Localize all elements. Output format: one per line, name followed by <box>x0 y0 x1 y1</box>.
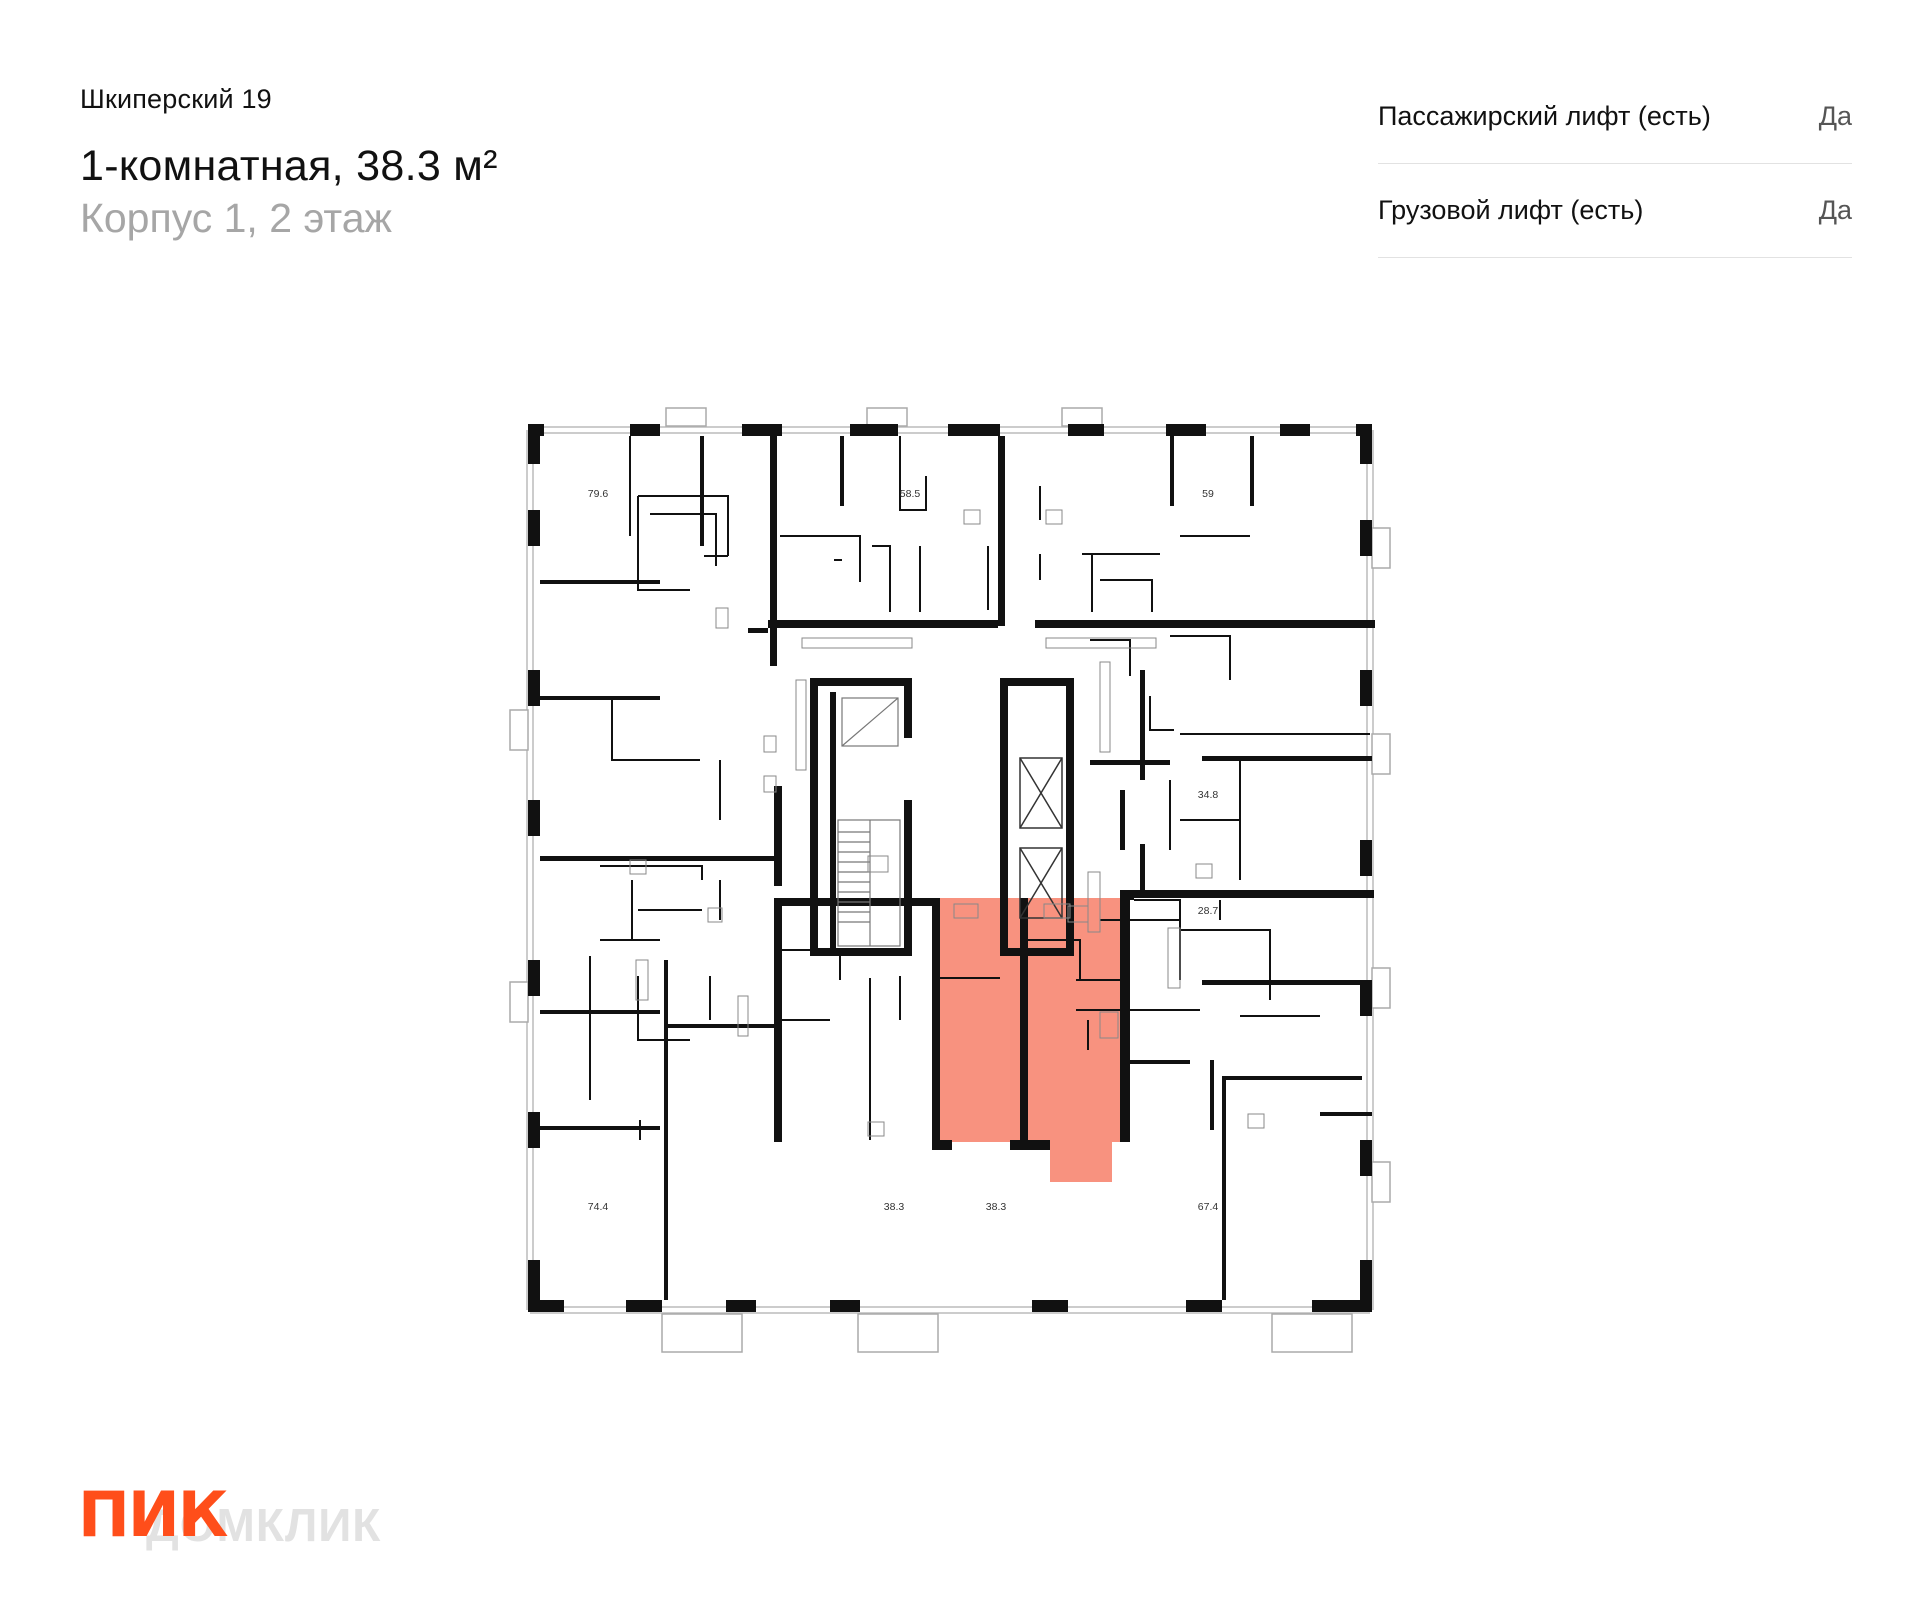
passenger-lift-row: Пассажирский лифт (есть) Да <box>1378 70 1852 164</box>
freight-lift-value: Да <box>1818 195 1852 225</box>
passenger-lift-label: Пассажирский лифт (есть) <box>1378 101 1711 131</box>
apartment-area-label: 38.3 <box>884 1201 905 1213</box>
interior-walls <box>540 436 1375 1300</box>
pik-logo: ДОМКЛИК ПИК <box>78 1478 438 1551</box>
selected-apartment-highlight[interactable] <box>932 898 1128 1182</box>
partitions <box>589 436 1370 1140</box>
passenger-lift-value: Да <box>1818 101 1852 131</box>
outer-walls <box>528 424 1372 1312</box>
staircase <box>837 697 901 947</box>
apartment-title: 1-комнатная, 38.3 м² <box>80 142 498 190</box>
apartment-area-label: 58.5 <box>900 488 921 500</box>
building-floor: Корпус 1, 2 этаж <box>80 195 392 241</box>
domclick-watermark: ДОМКЛИК <box>146 1499 382 1551</box>
project-name: Шкиперский 19 <box>80 84 272 114</box>
floor-plan: 79.6 58.5 59 34.8 28.7 74.4 38.3 38.3 67… <box>509 407 1391 1353</box>
apartment-area-label: 59 <box>1202 488 1214 500</box>
apartment-area-label: 74.4 <box>588 1201 609 1213</box>
fixtures <box>629 509 1265 1137</box>
balconies <box>509 407 1391 1353</box>
selected-apartment-area-label: 38.3 <box>986 1201 1007 1213</box>
apartment-area-label: 28.7 <box>1198 905 1219 917</box>
apartment-area-label: 79.6 <box>588 488 609 500</box>
freight-lift-label: Грузовой лифт (есть) <box>1378 195 1644 225</box>
pik-logo-text: ПИК <box>78 1478 228 1551</box>
elevators <box>1019 757 1063 919</box>
freight-lift-row: Грузовой лифт (есть) Да <box>1378 164 1852 258</box>
properties-list: Пассажирский лифт (есть) Да Грузовой лиф… <box>1378 70 1852 258</box>
apartment-area-label: 34.8 <box>1198 789 1219 801</box>
windows <box>526 426 1374 1314</box>
apartment-area-label: 67.4 <box>1198 1201 1219 1213</box>
